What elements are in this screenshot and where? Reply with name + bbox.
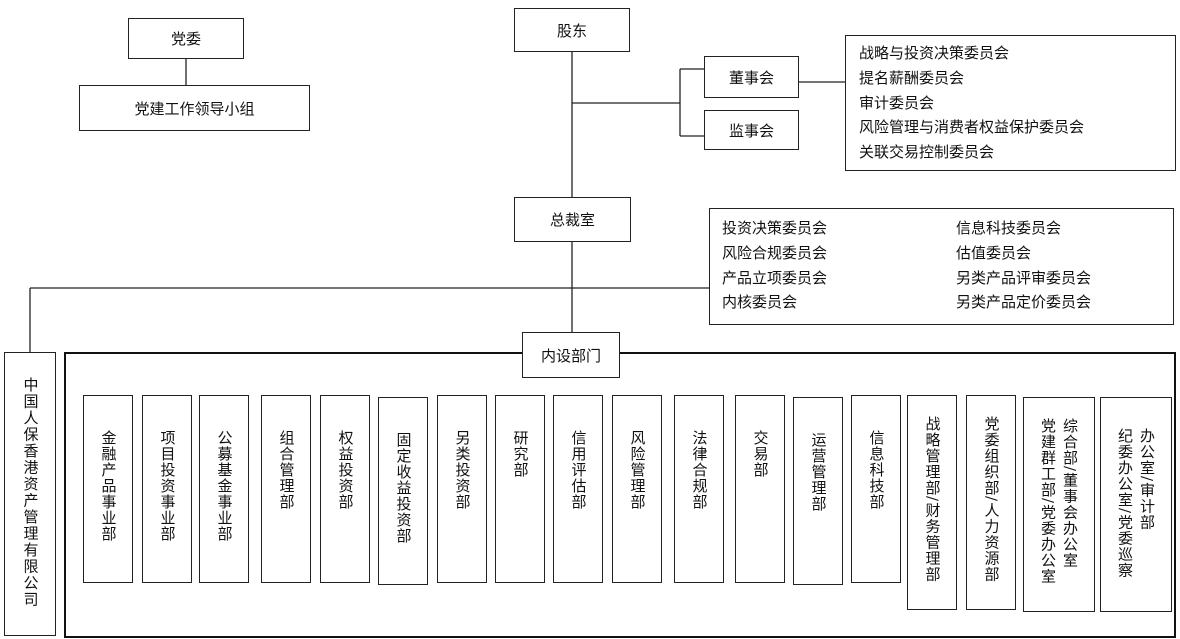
board-of-directors-label: 董事会 <box>728 68 774 87</box>
department-label: 交易部 <box>751 430 770 478</box>
management-committees-right: 信息科技委员会 估值委员会 另类产品评审委员会 另类产品定价委员会 <box>956 216 1091 324</box>
department-office-audit: 办公室/审计部 纪委办公室/党委巡察 <box>1100 397 1172 612</box>
department-equity-investment: 权益投资部 <box>320 395 370 583</box>
party-committee-label: 党委 <box>170 30 201 48</box>
party-building-group-box: 党建工作领导小组 <box>79 85 310 131</box>
department-label: 综合部/董事会办公室 党建群工部/党委办公室 <box>1039 418 1079 585</box>
department-label: 运营管理部 <box>809 432 828 512</box>
department-general-office: 综合部/董事会办公室 党建群工部/党委办公室 <box>1023 397 1095 612</box>
board-of-supervisors-label: 监事会 <box>728 121 774 140</box>
board-of-supervisors-box: 监事会 <box>704 110 799 150</box>
department-label: 另类投资部 <box>453 430 472 510</box>
department-alternative-investment: 另类投资部 <box>437 395 487 583</box>
internal-departments-box: 内设部门 <box>522 332 620 378</box>
department-label: 信用评估部 <box>569 430 588 510</box>
department-label: 固定收益投资部 <box>394 432 413 544</box>
department-research: 研究部 <box>495 395 545 583</box>
departments-frame <box>64 352 1176 638</box>
board-committee-item: 关联交易控制委员会 <box>859 143 995 162</box>
department-label: 党委组织部/人力资源部 <box>982 416 1001 583</box>
department-party-org-hr: 党委组织部/人力资源部 <box>966 395 1016 610</box>
department-label: 金融产品事业部 <box>99 430 118 542</box>
department-credit-assessment: 信用评估部 <box>553 395 603 583</box>
department-financial-products: 金融产品事业部 <box>83 395 133 583</box>
department-trading: 交易部 <box>735 395 785 583</box>
management-committee-item: 内核委员会 <box>722 293 798 312</box>
shareholders-label: 股东 <box>556 21 587 40</box>
party-building-group-label: 党建工作领导小组 <box>134 99 255 118</box>
management-committee-item: 另类产品评审委员会 <box>956 268 1092 287</box>
department-label: 风险管理部 <box>628 430 647 510</box>
board-committee-item: 提名薪酬委员会 <box>859 68 965 87</box>
management-committee-item: 估值委员会 <box>956 243 1032 262</box>
department-label: 公募基金事业部 <box>215 430 234 542</box>
president-office-box: 总裁室 <box>514 197 631 242</box>
department-label: 项目投资事业部 <box>158 430 177 542</box>
party-committee-box: 党委 <box>128 18 244 59</box>
department-strategy-finance: 战略管理部/财务管理部 <box>907 395 957 610</box>
department-label: 法律合规部 <box>690 430 709 510</box>
shareholders-box: 股东 <box>514 8 630 52</box>
board-committee-item: 战略与投资决策委员会 <box>859 44 1010 62</box>
department-label: 研究部 <box>511 430 530 478</box>
management-committees-left: 投资决策委员会 风险合规委员会 产品立项委员会 内核委员会 <box>722 216 956 324</box>
department-legal-compliance: 法律合规部 <box>674 395 724 583</box>
department-label: 战略管理部/财务管理部 <box>923 416 942 583</box>
department-mutual-fund: 公募基金事业部 <box>199 395 249 583</box>
department-label: 信息科技部 <box>867 430 886 510</box>
management-committee-item: 信息科技委员会 <box>956 219 1062 237</box>
board-committee-item: 审计委员会 <box>859 93 935 112</box>
company-box: 中国人保香港资产管理有限公司 <box>4 352 56 636</box>
department-operations: 运营管理部 <box>793 397 843 585</box>
president-office-label: 总裁室 <box>549 211 595 229</box>
management-committee-item: 另类产品定价委员会 <box>956 293 1092 312</box>
board-committee-item: 风险管理与消费者权益保护委员会 <box>859 118 1085 137</box>
internal-departments-label: 内设部门 <box>540 346 601 365</box>
department-label: 组合管理部 <box>277 430 296 510</box>
management-committee-item: 投资决策委员会 <box>722 219 828 237</box>
board-of-directors-box: 董事会 <box>704 56 799 98</box>
management-committees-list: 投资决策委员会 风险合规委员会 产品立项委员会 内核委员会 信息科技委员会 估值… <box>709 208 1174 325</box>
company-label: 中国人保香港资产管理有限公司 <box>21 377 40 608</box>
board-committees-list: 战略与投资决策委员会 提名薪酬委员会 审计委员会 风险管理与消费者权益保护委员会… <box>845 35 1176 171</box>
department-label: 办公室/审计部 纪委办公室/党委巡察 <box>1116 428 1156 579</box>
department-risk-management: 风险管理部 <box>612 395 662 583</box>
department-fixed-income: 固定收益投资部 <box>378 397 428 585</box>
department-it: 信息科技部 <box>851 395 901 583</box>
department-portfolio-management: 组合管理部 <box>261 395 311 583</box>
department-label: 权益投资部 <box>336 430 355 510</box>
management-committee-item: 风险合规委员会 <box>722 243 828 262</box>
department-project-investment: 项目投资事业部 <box>142 395 192 583</box>
management-committee-item: 产品立项委员会 <box>722 268 828 287</box>
